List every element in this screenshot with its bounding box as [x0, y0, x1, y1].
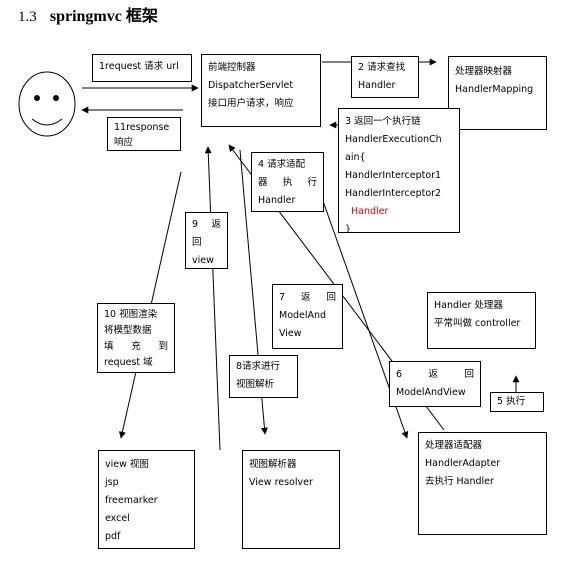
handler-adapter-desc: 去执行 Handler [425, 476, 494, 487]
return-mav-7-char1: 返 [301, 292, 311, 303]
adapter-request-line2: 器 执 行 [258, 174, 317, 192]
render-view-line4: request 域 [104, 357, 153, 368]
return-view-step: 9 [192, 219, 199, 230]
handler-mapping-box: 处理器映射器 HandlerMapping [448, 56, 547, 130]
execution-chain-box: 3 返回一个执行链 HandlerExecutionCh ain{ Handle… [338, 108, 460, 233]
view-list-item-jsp: jsp [105, 477, 119, 488]
render-view-char2: 充 [131, 341, 141, 352]
execution-chain-line1: 3 返回一个执行链 [345, 116, 421, 127]
execute-box: 5 执行 [490, 392, 544, 412]
find-handler-line2: Handler [358, 80, 396, 91]
view-resolver-title: 视图解析器 [249, 459, 297, 470]
execution-chain-line5: HandlerInterceptor2 [345, 188, 442, 199]
view-list-item-pdf: pdf [105, 531, 121, 542]
adapter-request-line3: Handler [258, 195, 296, 206]
execution-chain-line2: HandlerExecutionCh [345, 134, 442, 145]
render-view-char1: 填 [104, 341, 114, 352]
render-view-line1: 10 视图渲染 [104, 309, 158, 320]
return-mav-7-step: 7 [279, 292, 286, 303]
execution-chain-line3: ain{ [345, 152, 366, 163]
return-mav-6-char2: 回 [464, 369, 474, 380]
view-resolve-request-line2: 视图解析 [236, 379, 275, 390]
execute-label: 5 执行 [497, 396, 526, 407]
view-resolver-class: View resolver [249, 477, 313, 488]
return-view-line3: view [192, 255, 214, 266]
view-list-item-freemarker: freemarker [105, 495, 158, 506]
adapter-request-char2: 执 [282, 177, 293, 188]
execution-chain-line7: } [345, 224, 352, 233]
arrow-return-view [204, 146, 221, 451]
execution-chain-line4: HandlerInterceptor1 [345, 170, 442, 181]
front-controller-title: 前端控制器 [208, 62, 256, 73]
return-view-char: 返 [211, 219, 221, 230]
view-resolve-request-line1: 8请求进行 [236, 361, 281, 372]
adapter-request-char1: 器 [258, 177, 268, 188]
return-mav-6-line2: ModelAndView [396, 387, 466, 398]
request-url-box: 1request 请求 url [92, 54, 192, 82]
view-resolver-box: 视图解析器 View resolver [242, 450, 340, 549]
handler-adapter-class: HandlerAdapter [425, 458, 501, 469]
response-box: 11response 响应 [107, 117, 181, 151]
handler-adapter-box: 处理器适配器 HandlerAdapter 去执行 Handler [418, 432, 547, 535]
render-view-line3: 填 充 到 [104, 339, 168, 355]
view-list-box: view 视图 jsp freemarker excel pdf [98, 450, 195, 549]
return-mav-6-char1: 返 [428, 369, 439, 380]
return-mav-7-char2: 回 [326, 292, 336, 303]
adapter-request-box: 4 请求适配 器 执 行 Handler [251, 152, 324, 212]
render-view-line2: 将模型数据 [104, 325, 152, 336]
return-mav-6-step: 6 [396, 369, 403, 380]
handler-info-line2: 平常叫做 controller [434, 318, 521, 329]
handler-info-box: Handler 处理器 平常叫做 controller [427, 292, 536, 349]
find-handler-box: 2 请求查找 Handler [351, 56, 419, 98]
front-controller-class: DispatcherServlet [208, 80, 294, 91]
return-mav-7-line1: 7 返 回 [279, 289, 336, 307]
adapter-request-line1: 4 请求适配 [258, 159, 306, 170]
render-view-char3: 到 [158, 341, 168, 352]
return-view-box: 9 返 回 view [185, 212, 228, 269]
find-handler-line1: 2 请求查找 [358, 62, 406, 73]
return-mav-6-line1: 6 返 回 [396, 366, 474, 384]
view-list-item-excel: excel [105, 513, 130, 524]
return-mav-7-box: 7 返 回 ModelAnd View [272, 284, 343, 349]
return-mav-6-box: 6 返 回 ModelAndView [389, 361, 481, 407]
section-number: 1.3 [18, 9, 37, 25]
return-mav-7-line3: View [279, 328, 302, 339]
view-list-title: view 视图 [105, 459, 149, 470]
handler-mapping-class: HandlerMapping [455, 84, 534, 95]
handler-mapping-title: 处理器映射器 [455, 66, 513, 77]
front-controller-desc: 接口用户请求，响应 [208, 98, 294, 109]
return-view-line1: 9 返 [192, 216, 221, 234]
return-mav-7-line2: ModelAnd [279, 310, 327, 321]
response-line2: 响应 [114, 137, 134, 148]
return-view-line2: 回 [192, 237, 202, 248]
front-controller-box: 前端控制器 DispatcherServlet 接口用户请求，响应 [201, 54, 321, 127]
response-line1: 11response [114, 122, 170, 133]
user-smiley-icon [18, 71, 76, 137]
section-heading: 1.3 springmvc 框架 [18, 2, 158, 26]
execution-chain-handler-highlight: Handler [351, 206, 389, 217]
adapter-request-char3: 行 [307, 177, 317, 188]
view-resolve-request-box: 8请求进行 视图解析 [229, 355, 298, 398]
render-view-box: 10 视图渲染 将模型数据 填 充 到 request 域 [97, 303, 175, 373]
request-url-label: 1request 请求 url [99, 61, 179, 72]
handler-info-line1: Handler 处理器 [434, 300, 503, 311]
section-title: springmvc 框架 [49, 8, 158, 25]
handler-adapter-title: 处理器适配器 [425, 440, 483, 451]
